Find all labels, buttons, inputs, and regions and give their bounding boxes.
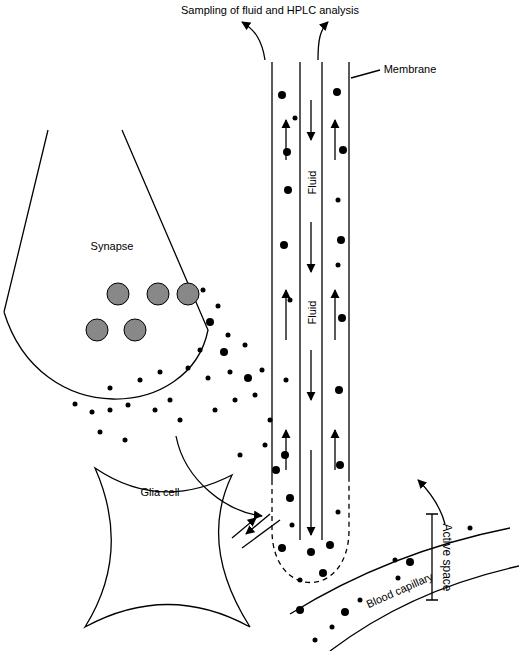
molecule-dot	[278, 544, 286, 552]
vesicles	[86, 283, 199, 341]
molecule-dot	[243, 343, 248, 348]
molecule-dot	[168, 398, 173, 403]
fluid-label: Fluid	[307, 168, 320, 196]
molecule-dot	[335, 386, 343, 394]
molecule-dot	[186, 366, 191, 371]
capillary-wall	[290, 528, 510, 614]
molecule-dot	[138, 378, 143, 383]
molecule-dot	[330, 625, 335, 630]
molecule-dot	[228, 370, 233, 375]
probe-wall	[348, 62, 349, 480]
molecule-dot	[206, 376, 211, 381]
molecule-dot	[253, 393, 258, 398]
synapse-outline	[4, 130, 208, 399]
molecule-dot	[319, 569, 327, 577]
capillary-wall	[330, 566, 519, 651]
molecule-dot	[272, 466, 280, 474]
molecule-dot	[284, 378, 289, 383]
molecule-dot	[123, 438, 128, 443]
molecule-dot	[468, 526, 473, 531]
molecule-dot	[281, 451, 289, 459]
capillary-label: Blood capillary	[365, 570, 436, 611]
molecule-dot	[98, 430, 103, 435]
molecule-dot	[233, 398, 238, 403]
molecule-dot	[284, 186, 292, 194]
membrane-label: Membrane	[384, 63, 437, 76]
molecule-dot	[336, 461, 344, 469]
molecule-dot	[336, 510, 341, 515]
molecule-dot	[206, 318, 214, 326]
molecule-dot	[108, 408, 113, 413]
probe-wall	[271, 62, 272, 480]
molecule-dot	[336, 198, 341, 203]
molecule-dot	[307, 548, 315, 556]
bracket	[426, 514, 438, 600]
synapse-label: Synapse	[91, 240, 134, 253]
molecule-dot	[108, 386, 113, 391]
glia-outline	[85, 468, 250, 627]
molecule-dot	[126, 403, 131, 408]
molecule-dot	[341, 608, 349, 616]
molecule-dot	[293, 116, 298, 121]
molecule-dot	[263, 443, 268, 448]
molecule-dot	[244, 374, 252, 382]
molecule-dot	[260, 368, 265, 373]
molecule-dot	[90, 410, 95, 415]
molecules	[73, 88, 473, 643]
molecule-dot	[220, 348, 228, 356]
molecule-dot	[406, 558, 414, 566]
molecule-dot	[396, 576, 401, 581]
molecule-dot	[213, 408, 218, 413]
glia-label: Glia cell	[140, 486, 179, 499]
molecule-dot	[153, 408, 158, 413]
molecule-dot	[333, 88, 341, 96]
fluid-label: Fluid	[307, 298, 320, 326]
inner-tube	[299, 62, 300, 540]
molecule-dot	[201, 288, 206, 293]
molecule-dot	[358, 598, 363, 603]
molecule-dot	[298, 578, 303, 583]
molecule-dot	[337, 236, 345, 244]
molecule-dot	[216, 304, 221, 309]
heading-label: Sampling of fluid and HPLC analysis	[181, 4, 359, 17]
inner-tube	[321, 62, 322, 540]
molecule-dot	[73, 402, 78, 407]
active-space-label: Active space	[439, 523, 452, 591]
molecule-dot	[326, 541, 334, 549]
molecule-dot	[296, 606, 304, 614]
molecule-dot	[290, 523, 295, 528]
molecule-dot	[278, 91, 286, 99]
molecule-dot	[336, 263, 341, 268]
molecule-dot	[338, 314, 346, 322]
molecule-dot	[178, 418, 183, 423]
molecule-dot	[198, 348, 203, 353]
molecule-dot	[339, 146, 347, 154]
molecule-dot	[238, 453, 243, 458]
molecule-dot	[393, 558, 398, 563]
molecule-dot	[286, 494, 294, 502]
molecule-dot	[226, 333, 231, 338]
molecule-dot	[280, 241, 288, 249]
molecule-dot	[158, 370, 163, 375]
molecule-dot	[288, 298, 293, 303]
molecule-dot	[268, 418, 273, 423]
molecule-dot	[283, 148, 291, 156]
molecule-dot	[313, 638, 318, 643]
